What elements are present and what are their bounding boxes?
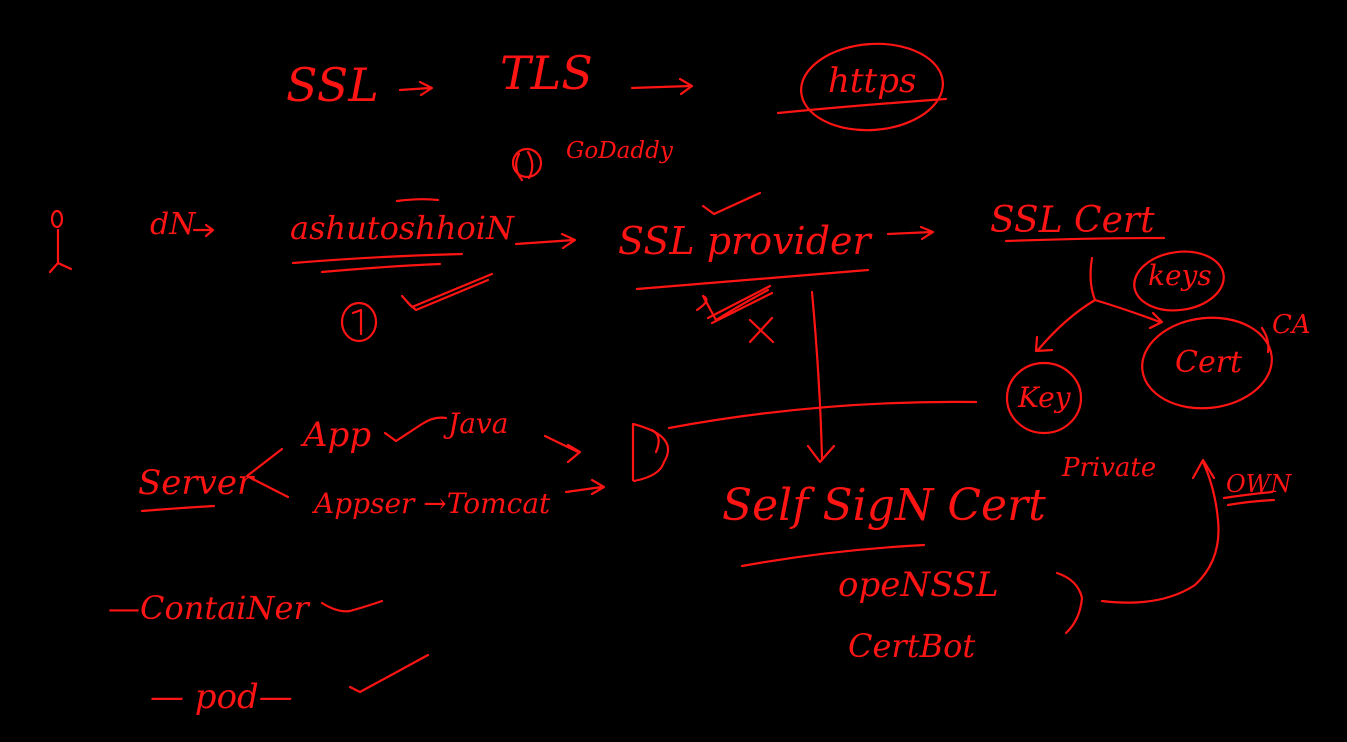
label-godaddy: GoDaddy (566, 138, 673, 164)
label-ssl: SSL (286, 58, 379, 112)
label-keys: keys (1148, 259, 1212, 292)
label-app: App (303, 415, 372, 455)
label-ca: CA (1272, 310, 1311, 340)
label-private: Private (1062, 453, 1157, 483)
label-key: Key (1018, 381, 1071, 414)
label-cert: Cert (1175, 345, 1243, 380)
label-server: Server (138, 463, 254, 503)
label-appser-tomcat: Appser →Tomcat (314, 487, 551, 520)
label-container: —ContaiNer (108, 589, 309, 627)
label-openssl: opeNSSL (838, 565, 999, 605)
label-domain: ashutoshhoiN (290, 209, 514, 247)
label-own: OWN (1226, 470, 1292, 498)
label-certbot: CertBot (848, 627, 976, 665)
label-self-sign-cert: Self SigN Cert (722, 480, 1046, 531)
label-pod: — pod— (150, 677, 293, 717)
label-java: Java (448, 407, 509, 440)
label-https: https (828, 61, 917, 101)
label-ssl-provider: SSL provider (618, 219, 871, 263)
label-tls: TLS (500, 46, 593, 100)
label-dn: dN (150, 207, 196, 242)
label-ssl-cert: SSL Cert (990, 200, 1155, 241)
